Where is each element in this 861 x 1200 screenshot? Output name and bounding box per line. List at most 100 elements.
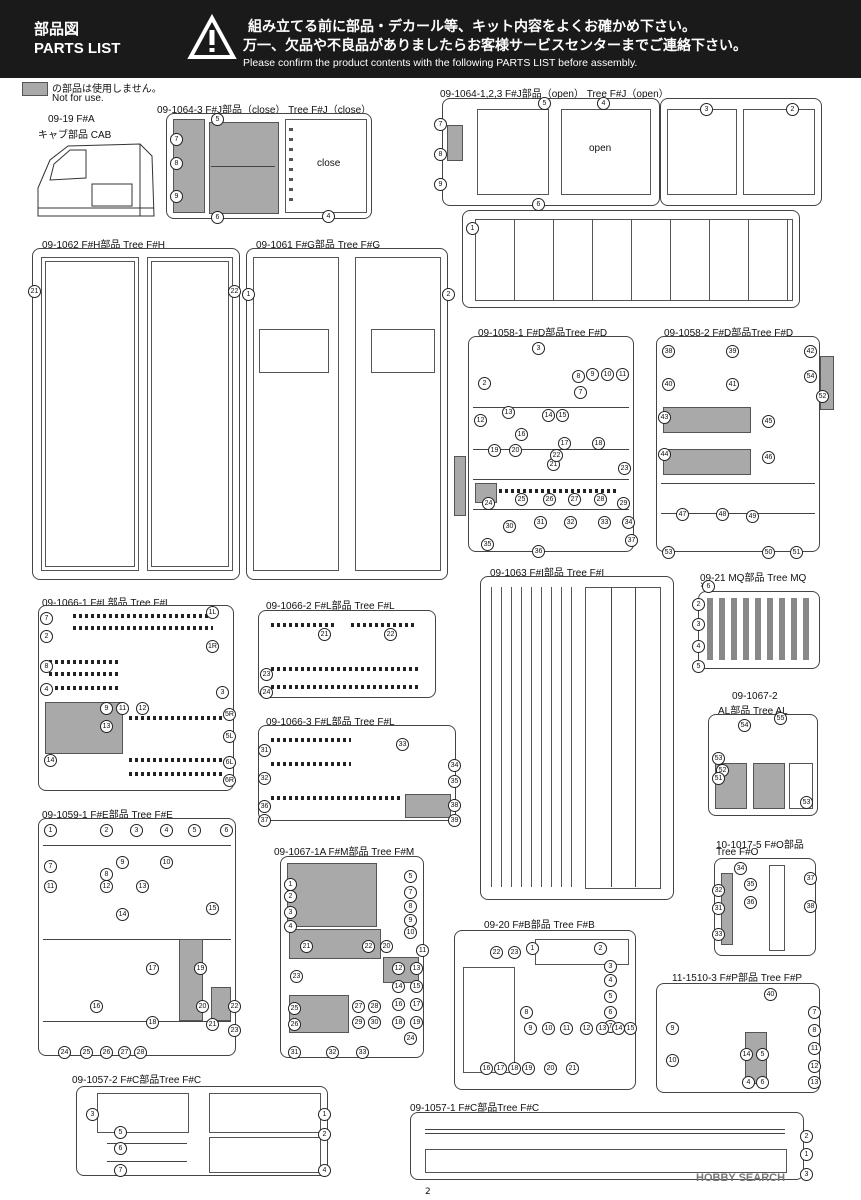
part-number-b: 9 bbox=[524, 1022, 537, 1035]
part-number-c1: 3 bbox=[800, 1168, 813, 1181]
part-number-m: 13 bbox=[410, 962, 423, 975]
part-number-m: 10 bbox=[404, 926, 417, 939]
part-number-e: 6 bbox=[220, 824, 233, 837]
part-number-e: 20 bbox=[196, 1000, 209, 1013]
part-number-mq: 5 bbox=[692, 660, 705, 673]
part-number-m: 33 bbox=[356, 1046, 369, 1059]
part-number-d1: 29 bbox=[617, 497, 630, 510]
part-number-b: 14 bbox=[612, 1022, 625, 1035]
part-number-l1: 3 bbox=[216, 686, 229, 699]
part-number-m: 28 bbox=[368, 1000, 381, 1013]
part-number-hg: 2 bbox=[442, 288, 455, 301]
part-number-l3: 38 bbox=[448, 799, 461, 812]
part-number-b: 4 bbox=[604, 974, 617, 987]
part-number-l1: 14 bbox=[44, 754, 57, 767]
part-number-m: 19 bbox=[410, 1016, 423, 1029]
tree-mq bbox=[698, 591, 820, 669]
part-number-d2: 44 bbox=[658, 448, 671, 461]
part-number-m: 22 bbox=[362, 940, 375, 953]
notice-line-1: 組み立てる前に部品・デカール等、キット内容をよくお確かめ下さい。 bbox=[248, 19, 696, 35]
part-number-e: 24 bbox=[58, 1046, 71, 1059]
tree-title-d2: 09-1058-2 F#D部品Tree F#D bbox=[664, 328, 794, 339]
part-number-d2: 42 bbox=[804, 345, 817, 358]
part-number-l3: 34 bbox=[448, 759, 461, 772]
part-number-m: 4 bbox=[284, 920, 297, 933]
tree-title-o2: Tree F#O bbox=[716, 847, 759, 858]
part-number-m: 20 bbox=[380, 940, 393, 953]
part-number-d2: 39 bbox=[726, 345, 739, 358]
part-number-jo: 7 bbox=[434, 118, 447, 131]
part-number-e: 25 bbox=[80, 1046, 93, 1059]
part-number-m: 31 bbox=[288, 1046, 301, 1059]
part-number-jo: 5 bbox=[538, 97, 551, 110]
part-number-p: 13 bbox=[808, 1076, 821, 1089]
part-number-c2: 5 bbox=[114, 1126, 127, 1139]
part-number-e: 1 bbox=[44, 824, 57, 837]
part-number-m: 12 bbox=[392, 962, 405, 975]
part-number-l1: 5R bbox=[223, 708, 236, 721]
part-number-l1: 6L bbox=[223, 756, 236, 769]
part-number-p: 11 bbox=[808, 1042, 821, 1055]
part-number-p: 12 bbox=[808, 1060, 821, 1073]
part-number-e: 9 bbox=[116, 856, 129, 869]
not-for-use-swatch bbox=[22, 82, 48, 96]
tree-title-al2: AL部品 Tree AL bbox=[718, 706, 788, 717]
part-number-e: 28 bbox=[134, 1046, 147, 1059]
part-number-d1: 18 bbox=[592, 437, 605, 450]
part-number-d1: 11 bbox=[616, 368, 629, 381]
tree-h bbox=[32, 248, 240, 580]
part-number-jc: 5 bbox=[211, 113, 224, 126]
part-number-m: 3 bbox=[284, 906, 297, 919]
part-number-l3: 36 bbox=[258, 800, 271, 813]
tree-title-cab-id: 09-19 F#A bbox=[48, 114, 95, 125]
tree-j-open-1: open bbox=[442, 98, 660, 206]
part-number-m: 14 bbox=[392, 980, 405, 993]
part-number-d1: 3 bbox=[532, 342, 545, 355]
part-number-m: 25 bbox=[288, 1002, 301, 1015]
part-number-m: 24 bbox=[404, 1032, 417, 1045]
tree-title-h: 09-1062 F#H部品 Tree F#H bbox=[42, 240, 166, 251]
tree-title-o1: 10-1017-5 F#O部品 bbox=[716, 840, 804, 851]
part-number-l1: 4 bbox=[40, 683, 53, 696]
part-number-m: 30 bbox=[368, 1016, 381, 1029]
tree-j-open-3 bbox=[462, 210, 800, 308]
part-number-o: 37 bbox=[804, 872, 817, 885]
part-number-jo: 3 bbox=[700, 103, 713, 116]
part-number-l3: 32 bbox=[258, 772, 271, 785]
part-number-d2: 52 bbox=[816, 390, 829, 403]
part-number-c2: 4 bbox=[318, 1164, 331, 1177]
part-number-p: 8 bbox=[808, 1024, 821, 1037]
part-number-l2: 23 bbox=[260, 668, 273, 681]
part-number-mq: 3 bbox=[692, 618, 705, 631]
part-number-mq: 6 bbox=[702, 580, 715, 593]
part-number-c2: 6 bbox=[114, 1142, 127, 1155]
tree-c1 bbox=[410, 1112, 804, 1180]
part-number-e: 5 bbox=[188, 824, 201, 837]
part-number-b: 2 bbox=[594, 942, 607, 955]
tree-j-close: close bbox=[166, 113, 372, 219]
part-number-m: 1 bbox=[284, 878, 297, 891]
part-number-d1: 19 bbox=[488, 444, 501, 457]
part-number-c2: 1 bbox=[318, 1108, 331, 1121]
part-number-b: 5 bbox=[604, 990, 617, 1003]
part-number-l1: 2 bbox=[40, 630, 53, 643]
tree-al bbox=[708, 714, 818, 816]
part-number-c2: 3 bbox=[86, 1108, 99, 1121]
part-number-jc: 6 bbox=[211, 211, 224, 224]
part-number-p: 5 bbox=[756, 1048, 769, 1061]
part-number-d2: 50 bbox=[762, 546, 775, 559]
part-number-c1: 2 bbox=[800, 1130, 813, 1143]
part-number-e: 21 bbox=[206, 1018, 219, 1031]
part-number-d1: 17 bbox=[558, 437, 571, 450]
part-number-o: 38 bbox=[804, 900, 817, 913]
part-number-al: 53 bbox=[800, 796, 813, 809]
part-number-d1: 22 bbox=[550, 449, 563, 462]
part-number-d1: 28 bbox=[594, 493, 607, 506]
part-number-d1: 10 bbox=[601, 368, 614, 381]
tree-title-m: 09-1067-1A F#M部品 Tree F#M bbox=[274, 847, 415, 858]
part-number-l3: 35 bbox=[448, 775, 461, 788]
d1-side-runner bbox=[454, 456, 466, 516]
part-number-al: 55 bbox=[774, 712, 787, 725]
part-number-c2: 2 bbox=[318, 1128, 331, 1141]
part-number-b: 13 bbox=[596, 1022, 609, 1035]
